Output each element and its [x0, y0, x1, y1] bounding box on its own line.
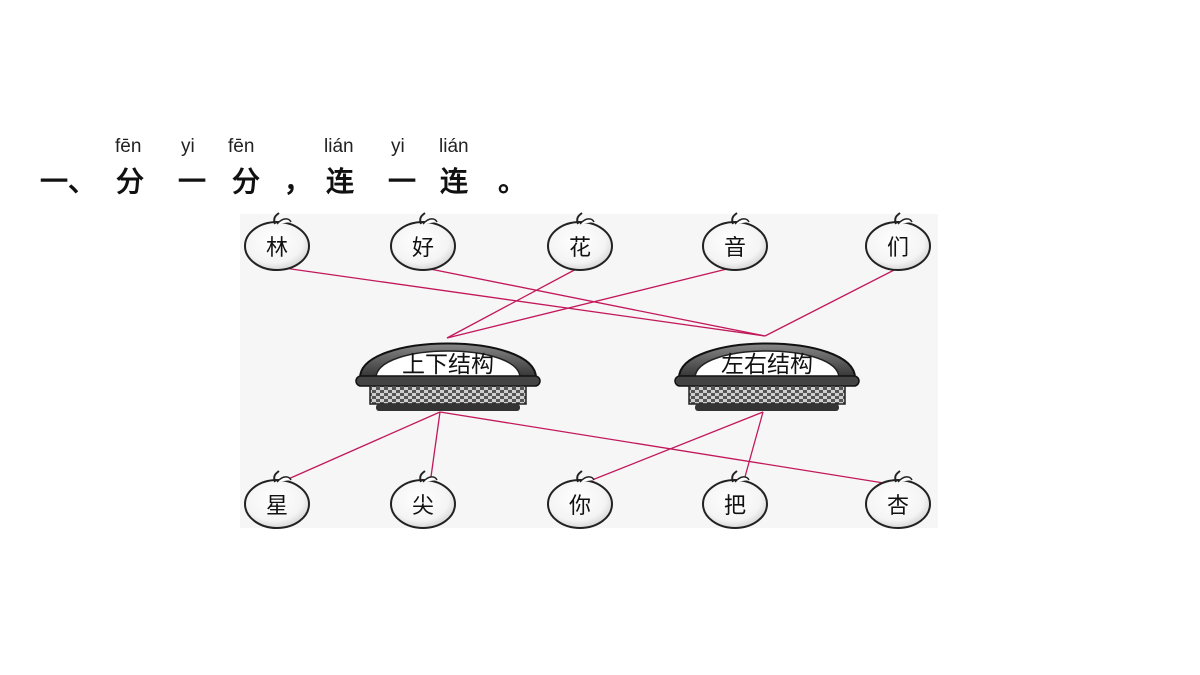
- line-top-bottom-to-jian: [429, 411, 441, 485]
- apple-char: 尖: [412, 494, 434, 519]
- line-hua-to-top-bottom: [446, 266, 581, 339]
- basket-left-right-structure: 左右结构: [674, 342, 860, 411]
- apple-top-2: 好: [390, 212, 456, 271]
- apple-char: 们: [887, 236, 909, 261]
- apple-char: 花: [569, 236, 591, 261]
- apple-top-5: 们: [865, 212, 931, 271]
- heading-char-3: 分: [232, 165, 261, 198]
- apple-char: 好: [412, 236, 434, 261]
- answer-lines: [276, 266, 901, 485]
- exercise-heading: 一、 fēn yi fēn lián yi lián 分 一 分 ， 连 一 连…: [40, 136, 560, 198]
- apple-bottom-3: 你: [547, 470, 613, 529]
- basket-top-bottom-structure: 上下结构: [355, 342, 541, 411]
- pinyin-5: yi: [391, 136, 405, 157]
- line-left-right-to-ba: [742, 411, 764, 485]
- heading-char-2: 一: [178, 165, 207, 198]
- line-top-bottom-to-xing2: [439, 411, 891, 485]
- line-lin-to-left-right: [276, 266, 766, 337]
- heading-char-5: 连: [326, 165, 355, 198]
- pinyin-2: yi: [181, 136, 195, 157]
- apple-char: 星: [266, 494, 288, 519]
- line-yin-to-top-bottom: [446, 266, 736, 339]
- apple-top-3: 花: [547, 212, 613, 271]
- pinyin-3: fēn: [228, 136, 255, 157]
- heading-char-8: 。: [498, 165, 527, 198]
- pinyin-6: lián: [439, 136, 469, 157]
- apple-char: 你: [569, 494, 591, 519]
- pinyin-4: lián: [324, 136, 354, 157]
- heading-char-1: 分: [116, 165, 145, 198]
- basket-label: 左右结构: [721, 352, 813, 378]
- basket-label: 上下结构: [402, 352, 494, 378]
- heading-char-7: 连: [440, 165, 469, 198]
- apple-bottom-1: 星: [244, 470, 310, 529]
- apple-top-1: 林: [244, 212, 310, 271]
- apple-top-4: 音: [702, 212, 768, 271]
- apple-bottom-4: 把: [702, 470, 768, 529]
- exercise-number: 一、: [40, 165, 97, 198]
- apple-char: 把: [724, 494, 746, 519]
- heading-char-4: ，: [284, 165, 313, 198]
- apple-bottom-5: 杏: [865, 470, 931, 529]
- apple-bottom-2: 尖: [390, 470, 456, 529]
- pinyin-1: fēn: [115, 136, 142, 157]
- apple-char: 林: [266, 236, 288, 261]
- apple-char: 杏: [887, 494, 909, 519]
- line-men-to-left-right: [764, 266, 901, 337]
- heading-char-6: 一: [388, 165, 417, 198]
- line-left-right-to-ni: [581, 411, 764, 485]
- apple-char: 音: [724, 236, 746, 261]
- line-top-bottom-to-xing: [276, 411, 441, 485]
